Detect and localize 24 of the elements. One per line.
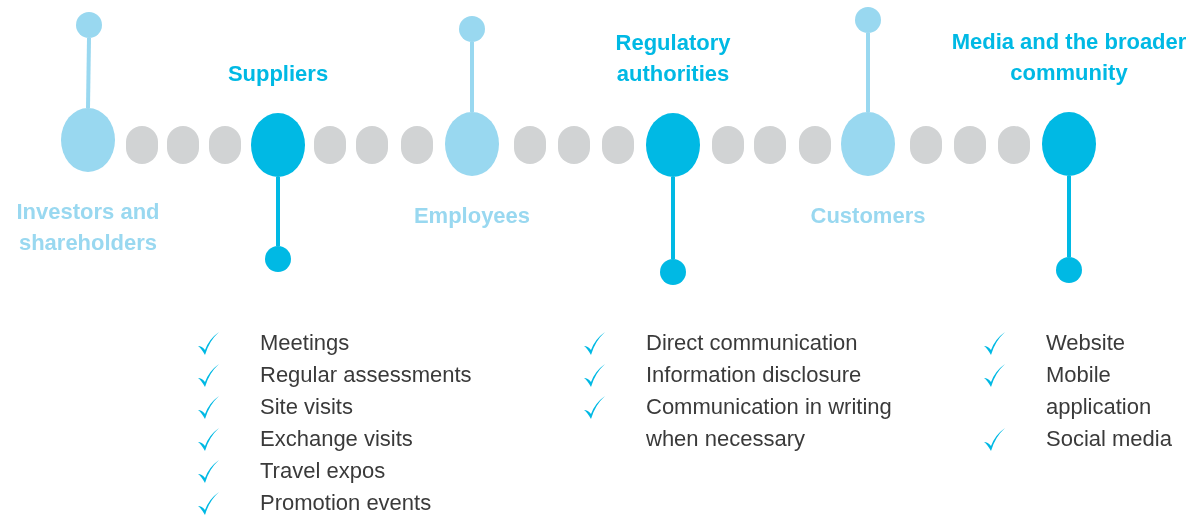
stakeholder-label: Employees (412, 202, 532, 230)
pin-line (1067, 176, 1071, 257)
stakeholder-label: Customers (809, 202, 927, 230)
stakeholder-label: Media and the broader community (951, 28, 1187, 87)
stakeholder-label: Regulatory authorities (614, 29, 732, 88)
list-item: Communication in writing when necessary (646, 393, 893, 453)
list-item: Site visits (260, 393, 354, 421)
list-item: Information disclosure (646, 361, 863, 389)
pin-line (86, 37, 91, 109)
list-item: Meetings (260, 329, 351, 357)
list-item: Regular assessments (260, 361, 473, 389)
pin-line (671, 177, 675, 259)
pin-line (276, 177, 280, 246)
list-item: Direct communication (646, 329, 859, 357)
list-item: Exchange visits (260, 425, 414, 453)
pin-line (470, 42, 474, 112)
pin-line (866, 33, 870, 112)
stakeholder-label: Investors and shareholders (15, 198, 161, 257)
list-item: Travel expos (260, 457, 387, 485)
list-item: Social media (1046, 425, 1173, 453)
list-item: Website (1046, 329, 1127, 357)
list-item: Promotion events (260, 489, 433, 517)
stakeholder-label: Suppliers (226, 60, 330, 88)
list-item: Mobile application (1046, 361, 1153, 421)
